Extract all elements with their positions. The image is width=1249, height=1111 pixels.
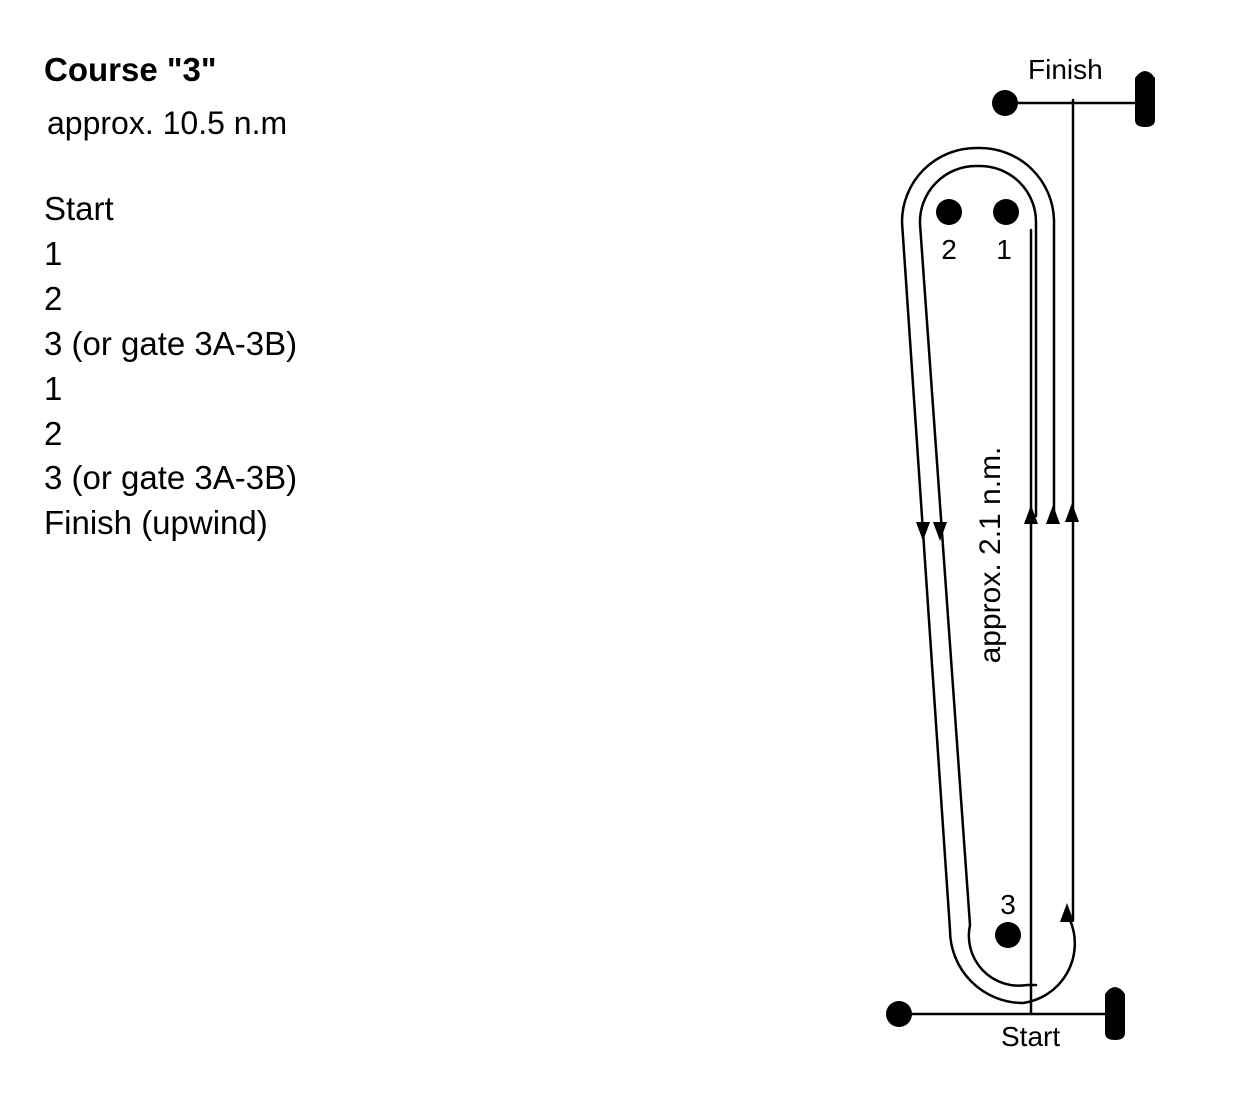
course-step-mark-3: 3 (or gate 3A-3B)	[44, 324, 298, 362]
course-distance: approx. 10.5 n.m	[47, 105, 288, 141]
mark-2-buoy	[936, 199, 962, 225]
mark-2-label: 2	[941, 234, 957, 265]
downwind-arrow-inner	[933, 522, 947, 541]
course-step-mark-1: 1	[44, 234, 63, 272]
mark-1-label: 1	[996, 234, 1012, 265]
course-path-inner-loop	[918, 164, 1038, 987]
course-title: Course "3"	[44, 51, 217, 88]
course-sequence-list: Start 1 2 3 (or gate 3A-3B) 1 2 3 (or ga…	[44, 187, 297, 546]
start-pin-buoy	[886, 1001, 912, 1027]
leg-length-label: approx. 2.1 n.m.	[974, 447, 1007, 664]
upwind-arrow-rounding-3	[1060, 903, 1074, 922]
finish-label: Finish	[1028, 54, 1103, 85]
start-label: Start	[1001, 1021, 1060, 1052]
course-step-start: Start	[44, 190, 114, 227]
finish-pin-buoy	[992, 90, 1018, 116]
upwind-arrow-inner	[1046, 505, 1060, 524]
upwind-arrow-finish-leg	[1065, 503, 1079, 522]
course-step-finish: Finish (upwind)	[44, 504, 268, 542]
course-path-outer-loop	[900, 146, 1077, 1005]
mark-1-buoy	[993, 199, 1019, 225]
mark-3-buoy	[995, 922, 1021, 948]
mark-3-label: 3	[1000, 889, 1016, 920]
course-step-mark-2: 2	[44, 279, 63, 317]
course-step-mark-2-lap2: 2	[44, 414, 63, 452]
course-step-mark-1-lap2: 1	[44, 369, 63, 407]
downwind-arrow-outer	[916, 522, 930, 541]
finish-committee-boat-icon	[1135, 71, 1155, 127]
start-committee-boat-icon	[1105, 987, 1125, 1040]
course-step-mark-3-lap2: 3 (or gate 3A-3B)	[44, 459, 298, 497]
upwind-arrow-start-leg	[1024, 505, 1038, 524]
